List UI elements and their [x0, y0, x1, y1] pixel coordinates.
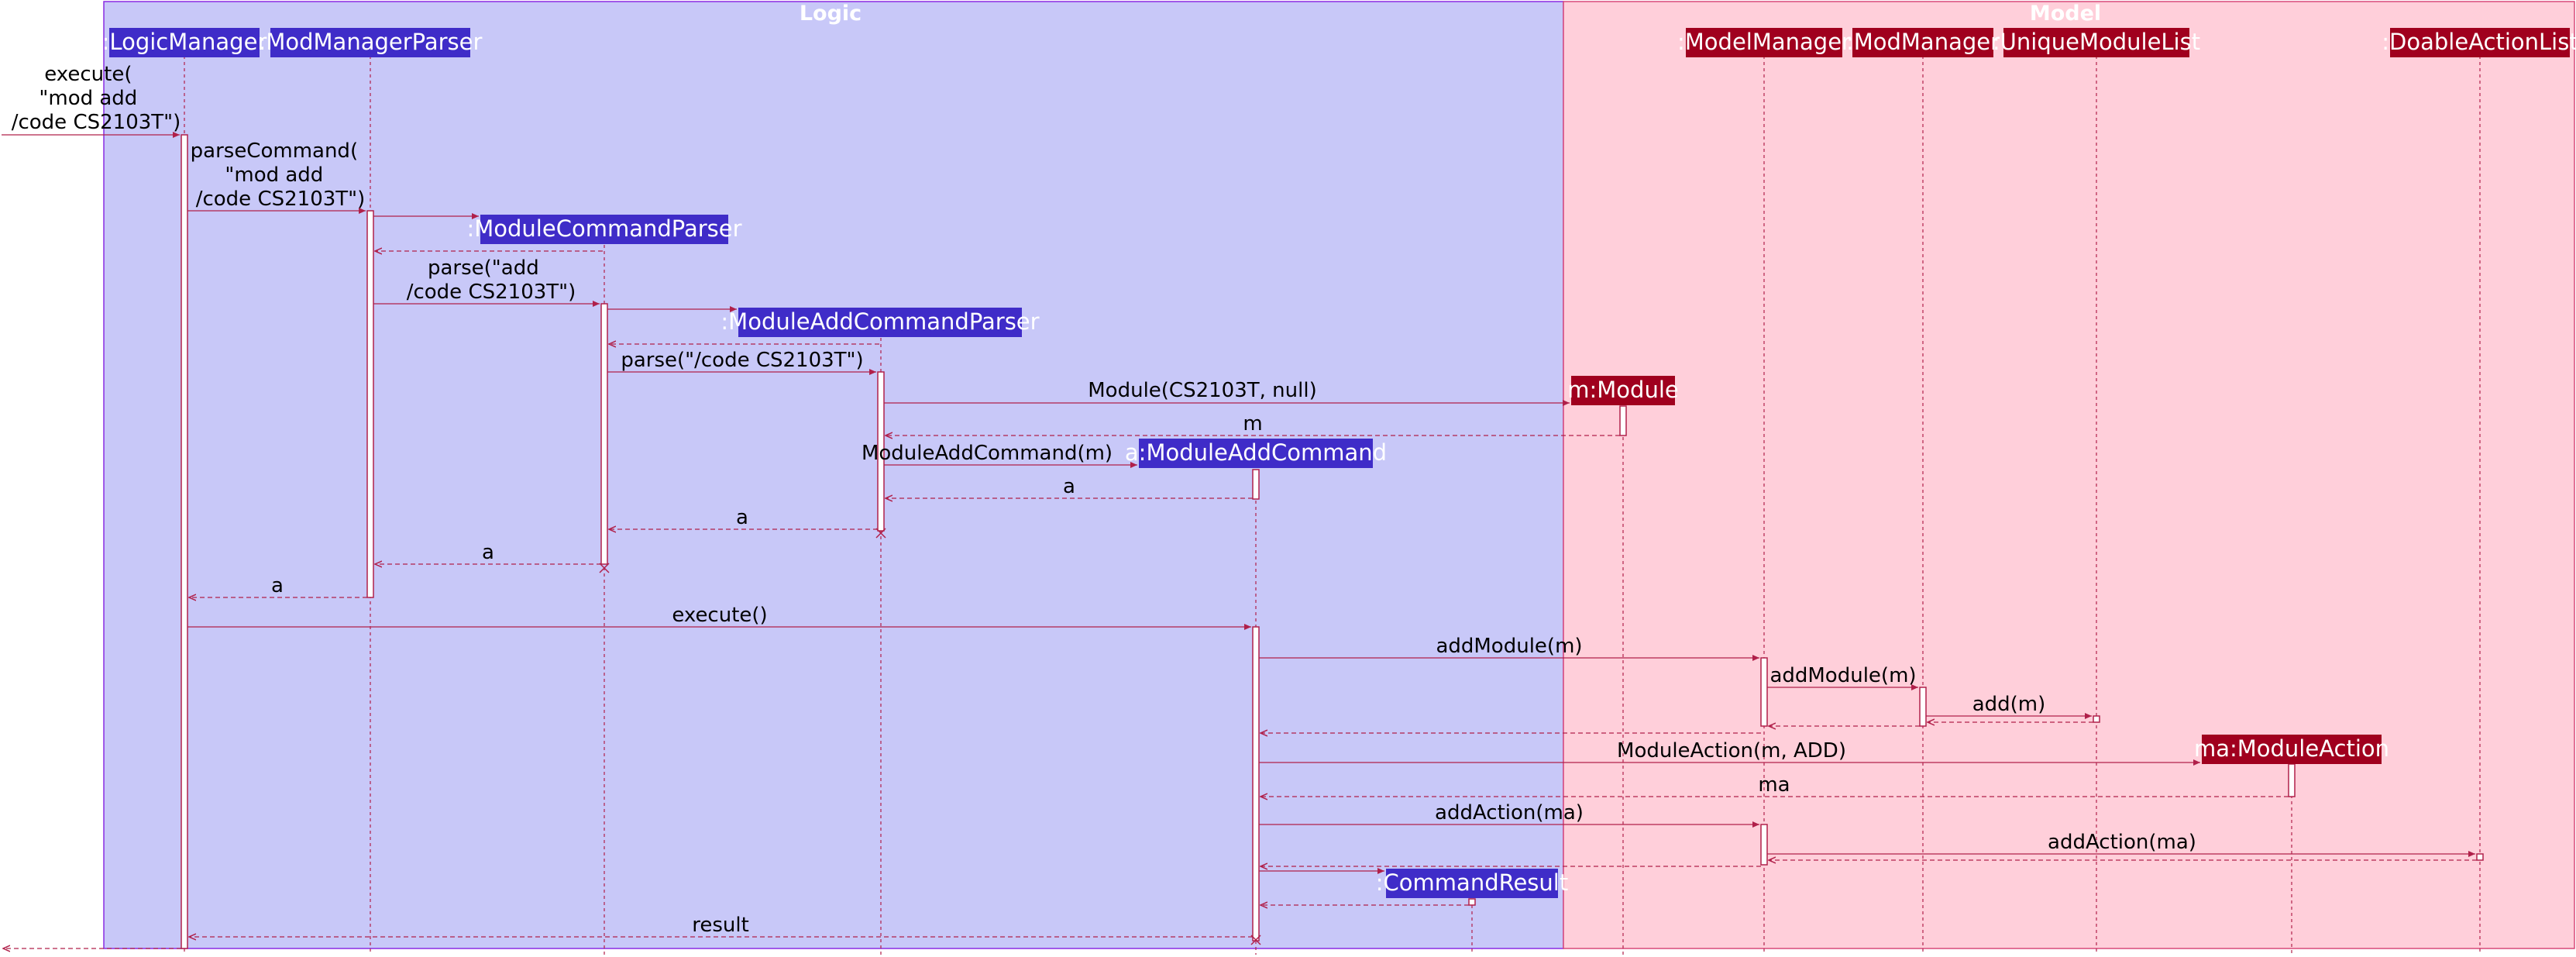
participant-mod-manager-parser: :ModManagerParser	[259, 28, 483, 57]
label-add-action-1: addAction(ma)	[1435, 801, 1584, 824]
label-parse-command-line-3: /code CS2103T")	[196, 188, 366, 211]
participant-module-add-command: a:ModuleAddCommand	[1125, 439, 1387, 468]
label-result: result	[692, 914, 749, 937]
participant-module-action-label: ma:ModuleAction	[2194, 735, 2389, 762]
label-add-module-2: addModule(m)	[1769, 664, 1916, 687]
participant-model-manager-label: :ModelManager	[1677, 29, 1851, 55]
participant-doable-action-list: :DoableActionList	[2382, 28, 2576, 57]
label-execute-call-line-2: "mod add	[39, 87, 137, 110]
label-add-module-1: addModule(m)	[1436, 635, 1582, 658]
participant-unique-module-list: :UniqueModuleList	[1993, 28, 2200, 57]
label-return-ma: ma	[1758, 773, 1790, 797]
label-parse-add-line-1: parse("add	[428, 256, 539, 280]
activation-module	[1619, 405, 1627, 436]
label-parse-command-line-1: parseCommand(	[191, 139, 358, 163]
logic-group-title: Logic	[800, 2, 862, 26]
participant-module-label: m:Module	[1567, 377, 1678, 403]
label-module-add-command-ctor: ModuleAddCommand(m)	[862, 442, 1113, 465]
activation-command-result	[1468, 898, 1476, 906]
activation-module-add-command-init	[1252, 469, 1260, 500]
participant-command-result: :CommandResult	[1376, 869, 1568, 898]
activation-module-add-command-parser	[877, 371, 885, 532]
destroy-module-add-command-parser	[875, 528, 886, 539]
activation-mod-manager-parser	[366, 210, 374, 598]
participant-module-add-command-parser: :ModuleAddCommandParser	[721, 308, 1040, 337]
label-parse-command: parseCommand( "mod add /code CS2103T")	[191, 139, 366, 211]
label-parse-add-line-2: /code CS2103T")	[407, 281, 576, 304]
participant-mod-manager-parser-label: :ModManagerParser	[259, 29, 483, 55]
participant-unique-module-list-label: :UniqueModuleList	[1993, 29, 2200, 55]
activation-unique-module-list	[2093, 715, 2100, 723]
activation-model-manager-1	[1760, 657, 1768, 727]
label-return-a-4: a	[271, 574, 284, 597]
participant-mod-manager: :ModManager	[1846, 28, 2000, 57]
participant-module-add-command-label: a:ModuleAddCommand	[1125, 439, 1387, 466]
activation-model-manager-2	[1760, 824, 1768, 866]
model-group: Model	[1563, 1, 2575, 949]
activation-module-action	[2288, 763, 2296, 797]
participant-command-result-label: :CommandResult	[1376, 869, 1568, 896]
activation-mod-manager	[1919, 687, 1927, 727]
label-module-action-ctor: ModuleAction(m, ADD)	[1617, 739, 1846, 763]
participant-mod-manager-label: :ModManager	[1846, 29, 2000, 55]
activation-module-add-command-exec	[1252, 626, 1260, 942]
participant-model-manager: :ModelManager	[1677, 28, 1851, 57]
participant-logic-manager-label: :LogicManager	[102, 29, 267, 55]
label-module-ctor: Module(CS2103T, null)	[1088, 379, 1316, 402]
label-add-action-2: addAction(ma)	[2048, 831, 2196, 854]
label-execute-call-line-1: execute(	[44, 63, 132, 86]
participant-module-command-parser: :ModuleCommandParser	[466, 215, 742, 244]
model-group-title: Model	[2030, 2, 2101, 26]
participant-doable-action-list-label: :DoableActionList	[2382, 29, 2576, 55]
label-return-m: m	[1243, 412, 1262, 435]
activation-doable-action-list	[2476, 853, 2484, 861]
label-add-m: add(m)	[1972, 693, 2046, 716]
label-execute-call-line-3: /code CS2103T")	[12, 111, 181, 134]
label-parse-code: parse("/code CS2103T")	[621, 349, 863, 372]
activation-logic-manager	[181, 134, 188, 949]
logic-group: Logic	[103, 1, 1564, 949]
activation-module-command-parser	[600, 303, 608, 565]
destroy-module-command-parser	[599, 563, 610, 573]
label-parse-command-line-2: "mod add	[225, 164, 323, 187]
participant-module-action: ma:ModuleAction	[2194, 735, 2389, 764]
label-execute: execute()	[672, 604, 767, 627]
label-parse-add: parse("add /code CS2103T")	[407, 256, 576, 304]
label-return-a-2: a	[736, 506, 748, 529]
activations	[181, 134, 2484, 949]
model-group-box	[1563, 1, 2575, 949]
label-return-a-1: a	[1063, 475, 1075, 498]
participant-module-add-command-parser-label: :ModuleAddCommandParser	[721, 308, 1039, 335]
destroy-module-add-command	[1250, 935, 1261, 945]
label-return-a-3: a	[482, 541, 494, 564]
label-execute-call: execute( "mod add /code CS2103T")	[12, 63, 181, 134]
messages	[2, 132, 2477, 948]
participant-logic-manager: :LogicManager	[102, 28, 267, 57]
message-labels: execute( "mod add /code CS2103T") parseC…	[12, 63, 2196, 937]
destroy-markers	[599, 528, 1261, 945]
logic-group-box	[103, 1, 1564, 949]
participant-module: m:Module	[1567, 376, 1679, 405]
participant-module-command-parser-label: :ModuleCommandParser	[466, 215, 741, 242]
